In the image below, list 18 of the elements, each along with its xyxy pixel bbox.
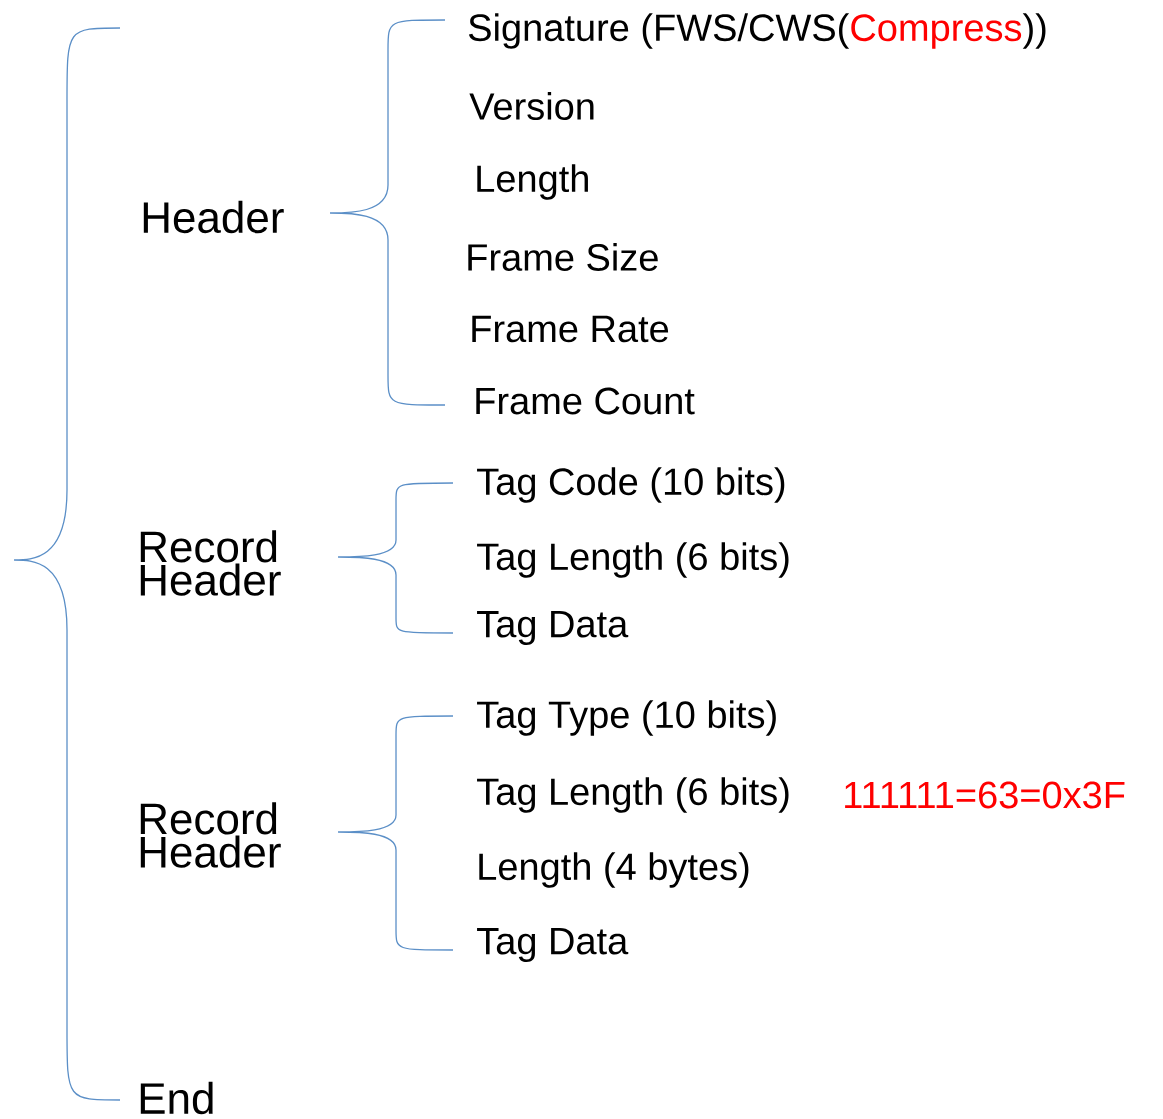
label-text: 111111=63=0x3F	[845, 781, 1125, 809]
label-text: Signature (FWS/CWS(Compress))	[468, 13, 1046, 49]
label-text: Version	[469, 92, 594, 120]
label-text: Record Header	[140, 530, 281, 596]
label-text: Record Header	[140, 802, 281, 868]
label-text: Tag Length (6 bits)	[477, 542, 789, 578]
label-text: Tag Code (10 bits)	[477, 467, 785, 503]
label-text: Tag Data	[477, 611, 629, 645]
label-text: Length	[477, 164, 588, 200]
label-text: Frame Size	[468, 243, 658, 271]
label-text: End	[140, 1081, 213, 1115]
label-text: Tag Length (6 bits)	[477, 777, 789, 813]
label-text: Header	[143, 200, 284, 234]
label-text: Tag Data	[477, 928, 629, 962]
label-text: Length (4 bytes)	[479, 852, 749, 888]
label-text: Frame Count	[476, 387, 695, 415]
label-text: Frame Rate	[472, 315, 669, 343]
label-text: Tag Type (10 bits)	[477, 700, 776, 736]
